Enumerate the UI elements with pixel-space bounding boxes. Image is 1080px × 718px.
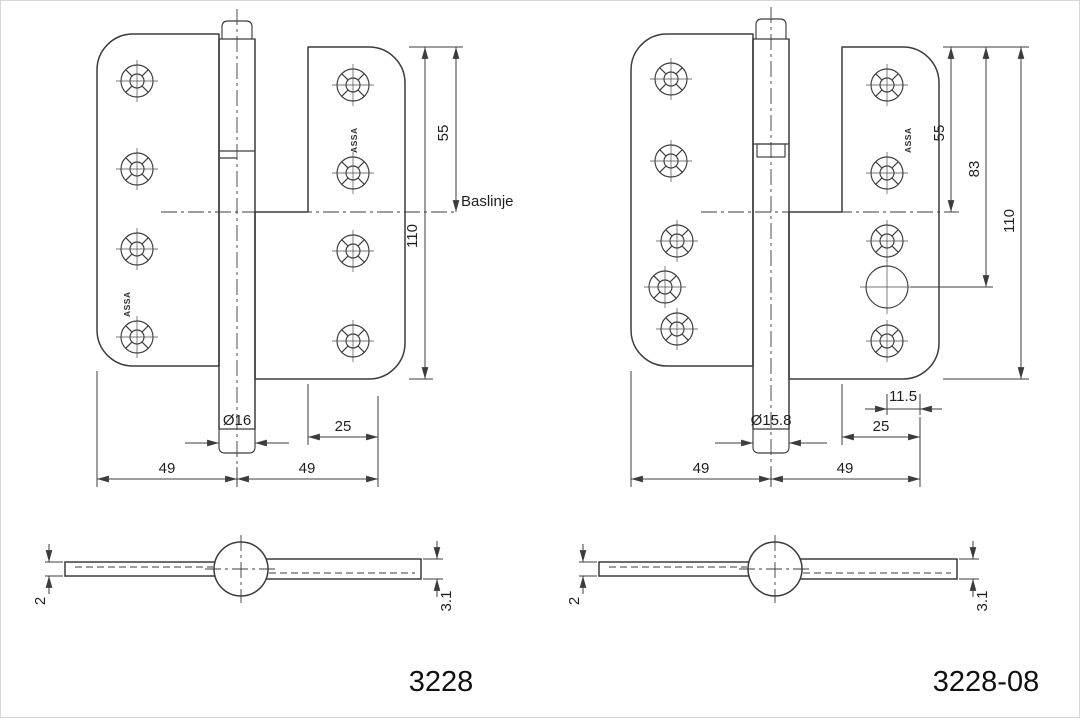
dimension-thickness-right: 3.1 xyxy=(423,541,455,611)
adjustment-hole xyxy=(859,259,915,315)
screw-hole xyxy=(331,229,375,273)
front-view-3228-08: ASSA 55 83 110 11.5 xyxy=(630,7,1029,487)
screw-holes xyxy=(643,57,915,363)
dim-25-label: 25 xyxy=(335,418,352,435)
side-view-3228-08: 2 3.1 xyxy=(566,535,991,611)
brand-stamp: ASSA xyxy=(122,291,132,317)
edge-blades xyxy=(598,558,958,580)
brand-stamp: ASSA xyxy=(349,127,359,153)
dim-49-left-label: 49 xyxy=(159,460,176,477)
screw-hole xyxy=(115,315,159,359)
dimension-thickness-left: 2 xyxy=(32,544,63,605)
model-label-3228-08: 3228-08 xyxy=(933,666,1039,698)
thickness-right-label: 3.1 xyxy=(974,591,991,612)
screw-hole xyxy=(115,147,159,191)
dimension-thickness-right: 3.1 xyxy=(959,541,991,611)
dimension-pin-diameter: Ø16 xyxy=(185,412,289,447)
dim-55-label: 55 xyxy=(435,125,452,142)
dimension-thickness-left: 2 xyxy=(566,544,597,605)
pin-diameter-label: Ø15.8 xyxy=(751,412,792,429)
edge-blades xyxy=(64,558,422,580)
left-leaf xyxy=(96,33,220,367)
screw-hole xyxy=(655,307,699,351)
screw-hole xyxy=(115,227,159,271)
dim-11-5-label: 11.5 xyxy=(889,388,917,405)
right-leaf xyxy=(788,46,940,380)
dim-55-label: 55 xyxy=(931,125,948,142)
screw-hole xyxy=(649,57,693,101)
screw-hole xyxy=(865,219,909,263)
brand-stamp: ASSA xyxy=(903,127,913,153)
dimension-55: 55 xyxy=(931,47,955,212)
dim-25-label: 25 xyxy=(873,418,890,435)
screw-holes xyxy=(115,59,375,363)
screw-hole xyxy=(331,319,375,363)
thickness-right-label: 3.1 xyxy=(438,591,455,612)
dimension-pin-diameter: Ø15.8 xyxy=(715,412,827,447)
dimension-110: 110 xyxy=(404,47,433,380)
dim-49-right-label: 49 xyxy=(837,460,854,477)
thickness-left-label: 2 xyxy=(32,597,49,605)
screw-hole xyxy=(331,63,375,107)
side-view-3228: 2 3.1 xyxy=(32,535,455,611)
pin-barrel xyxy=(218,9,256,467)
screw-hole xyxy=(865,319,909,363)
front-view-3228: ASSA ASSA Baslinje 55 110 25 xyxy=(96,9,514,487)
screw-hole xyxy=(115,59,159,103)
dimension-25: 25 xyxy=(307,384,379,445)
dimension-83: 83 xyxy=(911,47,993,288)
thickness-left-label: 2 xyxy=(566,597,583,605)
screw-hole xyxy=(865,151,909,195)
dim-110-label: 110 xyxy=(404,224,421,248)
right-leaf xyxy=(254,46,406,380)
pin-diameter-label: Ø16 xyxy=(223,412,251,429)
baseline-label: Baslinje xyxy=(461,193,514,210)
dim-49-left-label: 49 xyxy=(693,460,710,477)
screw-hole xyxy=(643,265,687,309)
dimension-25: 25 xyxy=(841,384,921,445)
screw-hole xyxy=(331,151,375,195)
baseline: Baslinje xyxy=(161,193,514,213)
dim-83-label: 83 xyxy=(966,161,983,178)
dim-49-right-label: 49 xyxy=(299,460,316,477)
dimension-49-pair: 49 49 xyxy=(630,371,921,487)
dimension-110: 110 xyxy=(943,47,1029,380)
dimension-11-5: 11.5 xyxy=(865,388,942,415)
model-label-3228: 3228 xyxy=(409,666,474,698)
screw-hole xyxy=(655,219,699,263)
dimension-49-pair: 49 49 xyxy=(96,371,379,487)
pin-barrel xyxy=(752,7,790,467)
left-leaf xyxy=(630,33,754,367)
screw-hole xyxy=(649,139,693,183)
screw-hole xyxy=(865,63,909,107)
dim-110-label: 110 xyxy=(1001,209,1018,233)
dimension-55: 55 xyxy=(409,46,463,212)
